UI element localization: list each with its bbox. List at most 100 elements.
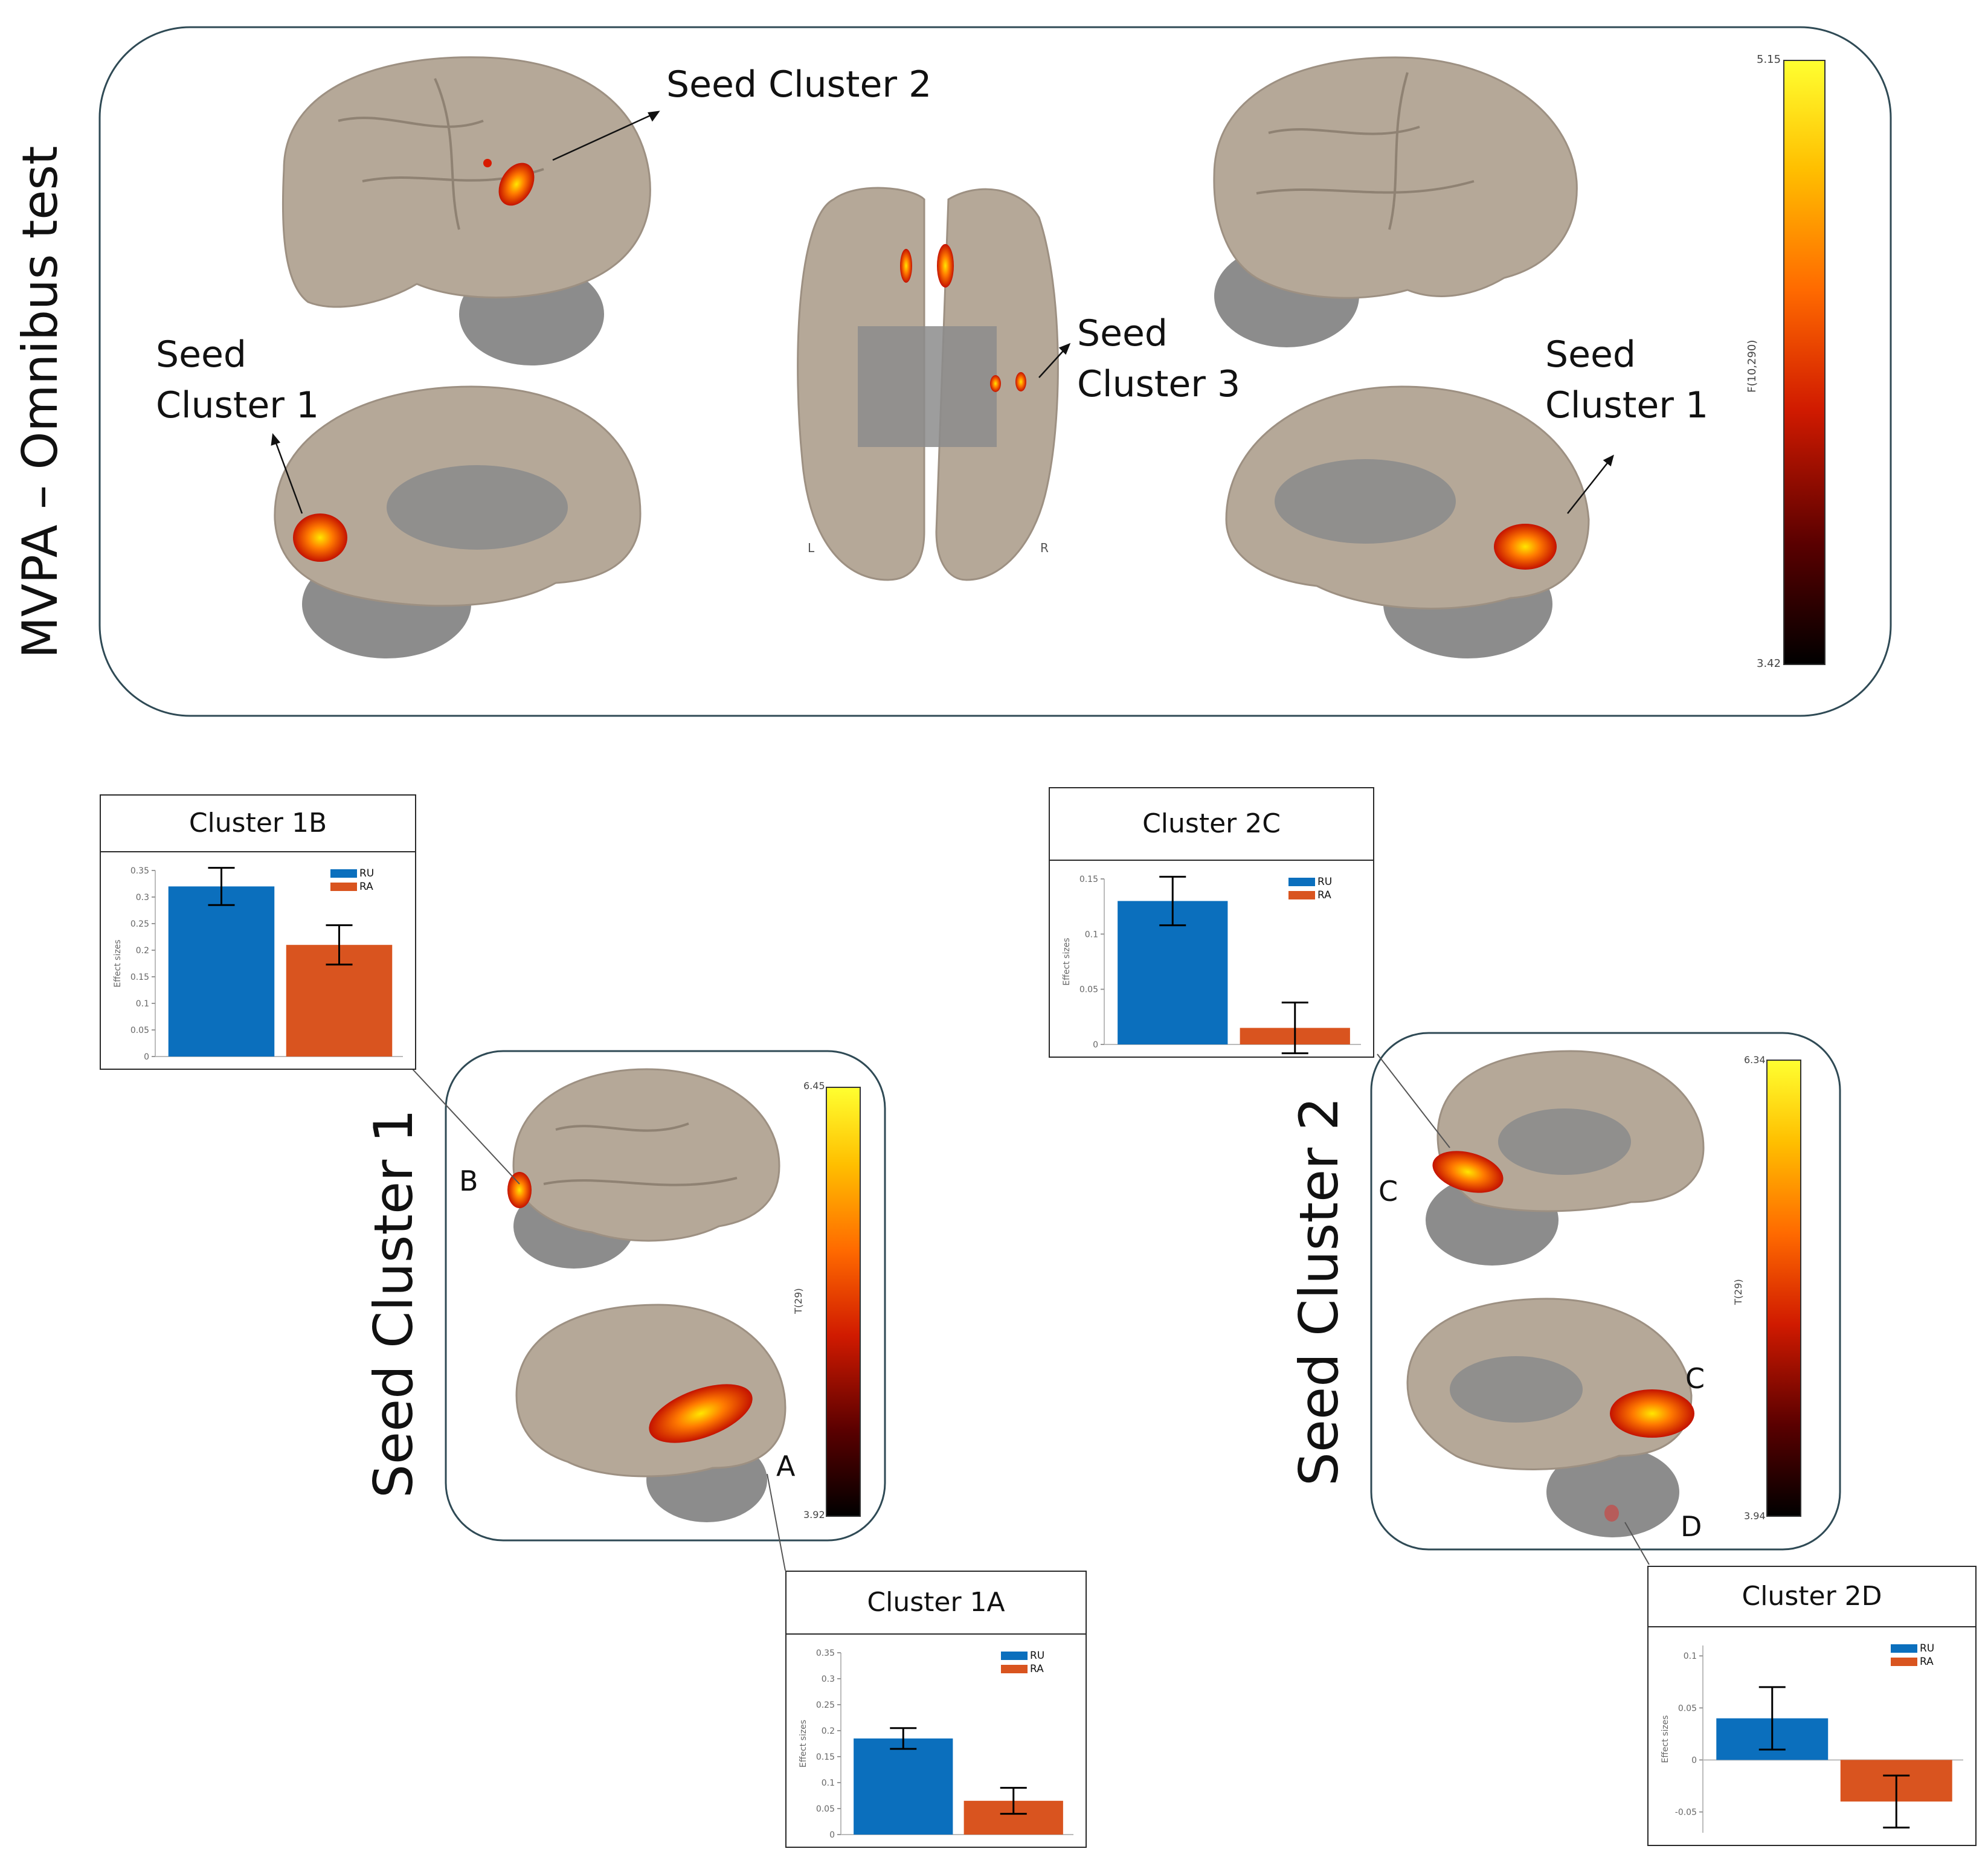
y-tick-label: 0.25 — [816, 1700, 835, 1710]
seed2-colorbar-label: T(29) — [1732, 1279, 1744, 1305]
y-tick-label: 0.35 — [130, 866, 149, 876]
chart-title: Cluster 2C — [1050, 788, 1373, 861]
chart-title: Cluster 1A — [787, 1572, 1086, 1635]
legend-swatch-ra — [1891, 1658, 1917, 1666]
seed-cluster-1-panel-title: Seed Cluster 1 — [362, 1108, 425, 1498]
brain-seed1-lateral-right — [515, 1304, 787, 1522]
seed-cluster-2-annotation: Seed Cluster 2 — [666, 63, 932, 106]
seed2-marker-d: D — [1681, 1510, 1702, 1543]
seed-cluster-1-left-line-1: Seed — [156, 333, 246, 376]
y-axis-label: Effect sizes — [113, 939, 123, 987]
legend-label: RA — [359, 881, 373, 893]
seed2-marker-c-top: C — [1378, 1175, 1398, 1208]
y-tick-label: 0.2 — [136, 946, 149, 956]
y-tick-label: 0 — [1093, 1040, 1098, 1050]
legend-swatch-ru — [1001, 1652, 1028, 1660]
brain-ventral-top — [797, 187, 1059, 581]
y-tick-label: 0.05 — [1678, 1703, 1697, 1713]
seed-cluster-1-panel — [445, 1050, 886, 1542]
y-tick-label: 0 — [144, 1052, 149, 1062]
omnibus-colorbar-max: 5.15 — [1757, 53, 1781, 66]
legend-swatch-ra — [330, 883, 357, 891]
chart-title: Cluster 2D — [1649, 1567, 1975, 1627]
y-tick-label: 0.05 — [1079, 985, 1098, 995]
legend-label: RU — [1317, 876, 1332, 888]
seed-cluster-1-left-line-2: Cluster 1 — [156, 384, 320, 426]
brain-seed2-medial-bottom — [1406, 1298, 1694, 1537]
omnibus-panel — [98, 26, 1892, 717]
y-tick-label: 0.3 — [822, 1674, 835, 1684]
seed2-colorbar-min: 3.94 — [1744, 1510, 1766, 1522]
y-tick-label: 0.25 — [130, 919, 149, 929]
y-axis-label: Effect sizes — [799, 1720, 808, 1768]
seed1-colorbar-min: 3.92 — [803, 1509, 825, 1520]
brain-right-lateral-top — [1213, 56, 1578, 347]
y-tick-label: 0 — [1691, 1755, 1697, 1765]
bar-ru — [854, 1738, 953, 1835]
y-tick-label: 0.05 — [130, 1026, 149, 1035]
brain-right-medial-top — [1225, 385, 1590, 658]
y-tick-label: -0.05 — [1675, 1808, 1697, 1818]
seed1-marker-b: B — [459, 1165, 478, 1197]
y-tick-label: 0.1 — [136, 999, 149, 1009]
orientation-left-label: L — [808, 541, 815, 555]
legend-label: RU — [1920, 1642, 1934, 1655]
seed-cluster-1-right-annotation: Seed Cluster 1 — [1545, 329, 1708, 431]
seed-cluster-1-left-annotation: Seed Cluster 1 — [156, 329, 319, 431]
seed-cluster-3-line-2: Cluster 3 — [1077, 363, 1241, 405]
brain-left-lateral-top — [281, 56, 651, 365]
y-tick-label: 0.1 — [1684, 1652, 1697, 1661]
y-tick-label: 0.15 — [816, 1752, 835, 1762]
y-tick-label: 0.05 — [816, 1804, 835, 1814]
y-tick-label: 0.3 — [136, 893, 149, 902]
leader-lines-top — [271, 111, 1614, 514]
legend-swatch-ra — [1001, 1665, 1028, 1673]
chart-connector-lines — [412, 1054, 1650, 1571]
seed-cluster-2-colorbar — [1766, 1060, 1801, 1517]
y-tick-label: 0.35 — [816, 1649, 835, 1658]
seed-cluster-3-annotation: Seed Cluster 3 — [1077, 308, 1240, 410]
seed2-marker-c-bottom: C — [1685, 1362, 1705, 1395]
omnibus-colorbar — [1783, 60, 1826, 665]
seed-cluster-1-right-line-1: Seed — [1545, 333, 1636, 376]
legend-swatch-ra — [1288, 891, 1315, 899]
chart-title: Cluster 1B — [101, 796, 415, 852]
seed1-colorbar-label: T(29) — [793, 1288, 804, 1314]
y-tick-label: 0.15 — [130, 973, 149, 982]
y-tick-label: 0.2 — [822, 1726, 835, 1736]
legend-label: RU — [359, 867, 374, 880]
y-tick-label: 0 — [829, 1830, 835, 1840]
brain-seed2-medial-top — [1426, 1050, 1705, 1266]
omnibus-colorbar-min: 3.42 — [1757, 657, 1781, 670]
y-tick-label: 0.1 — [1085, 930, 1098, 939]
seed1-marker-a: A — [776, 1450, 796, 1482]
orientation-right-label: R — [1040, 541, 1049, 555]
y-tick-label: 0.15 — [1079, 875, 1098, 884]
seed-cluster-1-colorbar — [826, 1087, 861, 1517]
brain-seed1-lateral-left — [507, 1068, 780, 1269]
omnibus-colorbar-label: F(10,290) — [1746, 339, 1758, 393]
omnibus-panel-title: MVPA – Omnibus test — [12, 146, 68, 658]
seed-cluster-2-panel-title: Seed Cluster 2 — [1288, 1096, 1350, 1486]
y-tick-label: 0.1 — [822, 1778, 835, 1788]
seed-cluster-3-line-1: Seed — [1077, 312, 1168, 355]
legend-label: RU — [1030, 1650, 1044, 1662]
legend-swatch-ru — [1891, 1644, 1917, 1653]
legend-swatch-ru — [330, 869, 357, 878]
brain-left-medial-top — [274, 385, 642, 658]
seed2-colorbar-max: 6.34 — [1744, 1054, 1766, 1066]
y-axis-label: Effect sizes — [1661, 1715, 1670, 1763]
legend-label: RA — [1030, 1663, 1044, 1675]
seed-cluster-1-right-line-2: Cluster 1 — [1545, 384, 1709, 426]
legend-label: RA — [1920, 1656, 1934, 1668]
seed1-colorbar-max: 6.45 — [803, 1080, 825, 1092]
